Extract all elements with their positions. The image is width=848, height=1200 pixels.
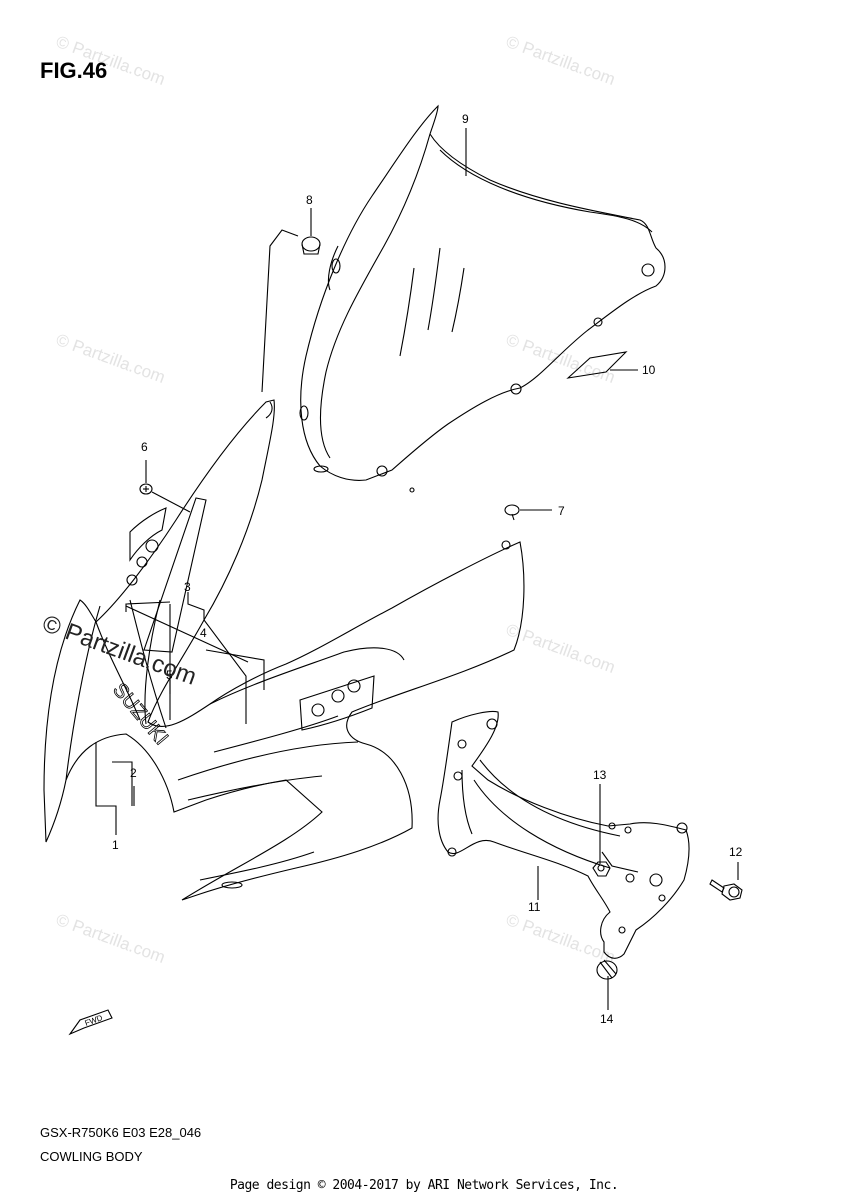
callout-12[interactable]: 12 [729, 845, 743, 859]
sticker-pad[interactable] [566, 351, 628, 379]
grommet[interactable] [261, 208, 321, 393]
screw[interactable] [139, 460, 191, 513]
callout-11[interactable]: 11 [528, 900, 541, 914]
grommet[interactable] [596, 959, 618, 980]
brand-decal: SUZUKI [108, 679, 172, 749]
callout-5[interactable]: 5 [166, 668, 173, 682]
nut[interactable] [592, 861, 611, 877]
callout-9[interactable]: 9 [462, 112, 469, 126]
section-name: COWLING BODY [40, 1149, 143, 1164]
page-credit: Page design © 2004-2017 by ARI Network S… [229, 1178, 619, 1193]
forward-arrow-label: FWD [84, 1013, 104, 1028]
callout-10[interactable]: 10 [642, 363, 656, 377]
callout-4[interactable]: 4 [200, 626, 207, 640]
callout-1[interactable]: 1 [112, 838, 119, 852]
callout-7[interactable]: 7 [558, 504, 565, 518]
cowling-body[interactable] [43, 399, 525, 901]
forward-arrow-icon [68, 1009, 113, 1036]
callout-2[interactable]: 2 [130, 766, 137, 780]
callout-3[interactable]: 3 [184, 580, 191, 594]
screw[interactable] [504, 504, 552, 521]
callout-13[interactable]: 13 [593, 768, 607, 782]
windscreen[interactable] [299, 104, 666, 493]
bolt[interactable] [709, 879, 743, 901]
callout-8[interactable]: 8 [306, 193, 313, 207]
callout-6[interactable]: 6 [141, 440, 148, 454]
leader-lines [95, 128, 739, 1010]
figure-title: FIG.46 [40, 58, 108, 83]
model-code: GSX-R750K6 E03 E28_046 [40, 1125, 202, 1140]
cowling-bracket[interactable] [437, 710, 690, 959]
callout-14[interactable]: 14 [600, 1012, 614, 1026]
